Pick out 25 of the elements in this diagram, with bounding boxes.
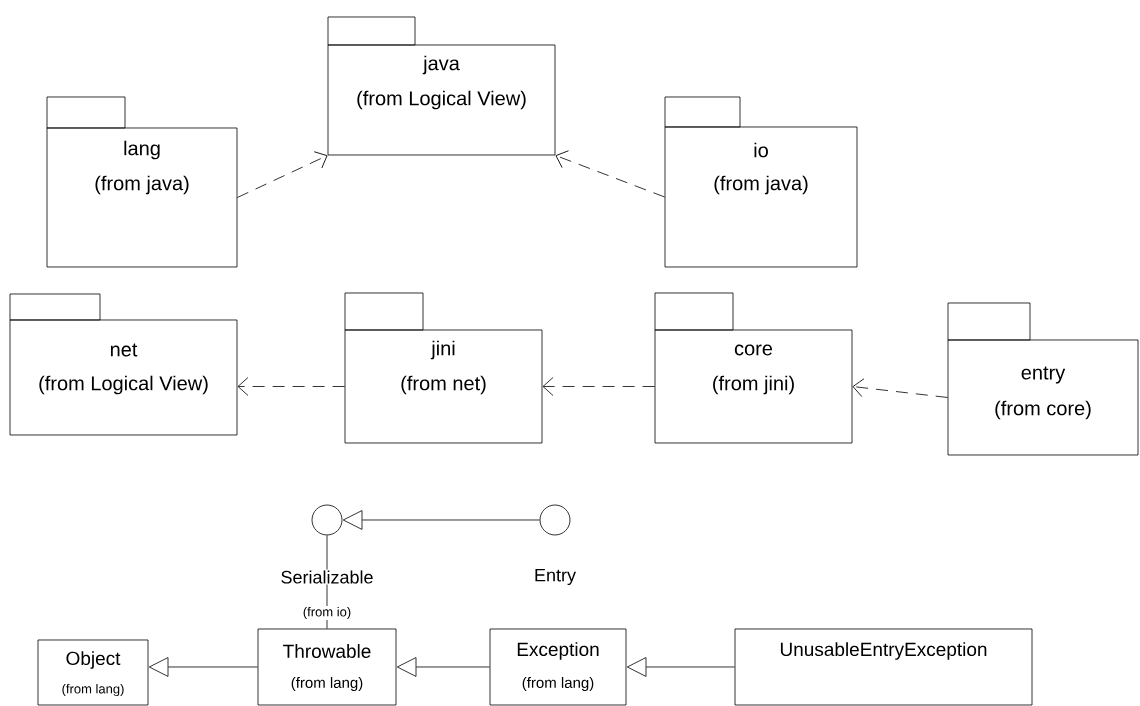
package-box: lang (from java) bbox=[46, 96, 238, 268]
package-box: jini (from net) bbox=[344, 292, 543, 444]
package-box: java (from Logical View) bbox=[327, 16, 556, 156]
dependency-arrow bbox=[555, 150, 665, 198]
dependency-arrow bbox=[542, 377, 655, 396]
package-box: entry (from core) bbox=[947, 302, 1139, 456]
class-box: Throwable (from lang) bbox=[257, 628, 397, 706]
generalization-arrow bbox=[626, 657, 735, 677]
interface-label: Entry bbox=[533, 567, 577, 587]
dependency-arrow bbox=[852, 378, 948, 398]
package-box: core (from jini) bbox=[654, 292, 853, 444]
package-box: net (from Logical View) bbox=[9, 293, 238, 436]
dependency-arrow bbox=[237, 151, 328, 198]
interface-label: Serializable bbox=[279, 569, 375, 585]
class-box: Exception (from lang) bbox=[489, 628, 627, 706]
class-box: Object (from lang) bbox=[37, 639, 149, 706]
dependency-arrow bbox=[237, 377, 345, 396]
generalization-arrow bbox=[148, 657, 258, 677]
generalization-arrow bbox=[342, 510, 540, 530]
generalization-arrow bbox=[396, 657, 490, 677]
package-box: io (from java) bbox=[664, 96, 858, 268]
class-box: UnusableEntryException bbox=[734, 628, 1033, 706]
interface-circle bbox=[539, 504, 571, 536]
interface-circle bbox=[311, 504, 343, 536]
package-note: (from io) bbox=[301, 605, 353, 621]
